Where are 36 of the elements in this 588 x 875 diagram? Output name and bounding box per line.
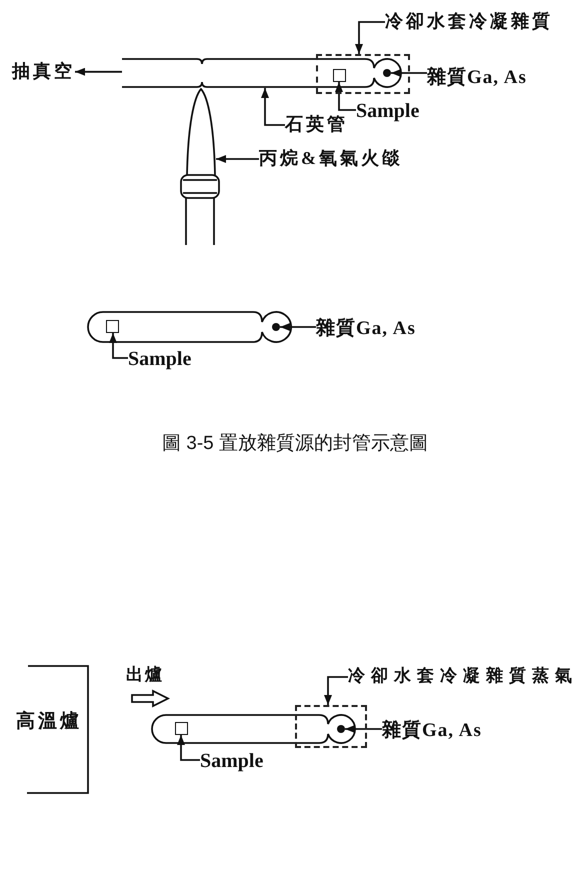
sample-square (333, 69, 346, 82)
leader-arrow (280, 323, 316, 331)
sealed-tube (87, 311, 292, 343)
flame (186, 88, 216, 175)
vacuum-label: 抽真空 (12, 61, 75, 83)
impurity-label: 雜質Ga, As (382, 720, 482, 743)
sample-label: Sample (200, 749, 264, 773)
leader-arrow (391, 69, 427, 77)
sealed-tube (151, 714, 356, 744)
leader-arrow (109, 333, 128, 359)
exit-furnace-label: 出爐 (126, 665, 164, 686)
sample-square (106, 320, 119, 333)
leader-arrow (345, 725, 382, 733)
impurity-dot (383, 69, 391, 77)
furnace-bracket (14, 665, 90, 794)
sample-square (175, 722, 188, 735)
figure-caption: 圖 3-5 置放雜質源的封管示意圖 (162, 433, 428, 456)
impurity-label: 雜質Ga, As (316, 318, 416, 341)
impurity-dot (337, 725, 345, 733)
sample-label: Sample (128, 347, 192, 371)
flame-label: 丙烷&氧氣火燄 (259, 148, 403, 170)
furnace-label: 高溫爐 (16, 711, 82, 734)
arrow (75, 68, 122, 76)
jacket-label: 冷卻水套冷凝雜質蒸氣 (348, 666, 578, 686)
impurity-label: 雜質Ga, As (427, 67, 527, 90)
leader-arrow (324, 676, 348, 705)
quartz-tube (122, 58, 402, 88)
leader-arrow (355, 21, 385, 54)
leader-arrow (335, 82, 356, 111)
leader-arrow (261, 88, 285, 126)
leader-arrow (216, 155, 259, 163)
impurity-dot (272, 323, 280, 331)
jacket-label: 冷卻水套冷凝雜質 (385, 11, 553, 33)
sample-label: Sample (356, 99, 420, 123)
quartz-tube-label: 石英管 (285, 114, 348, 136)
leader-arrow (177, 735, 200, 761)
